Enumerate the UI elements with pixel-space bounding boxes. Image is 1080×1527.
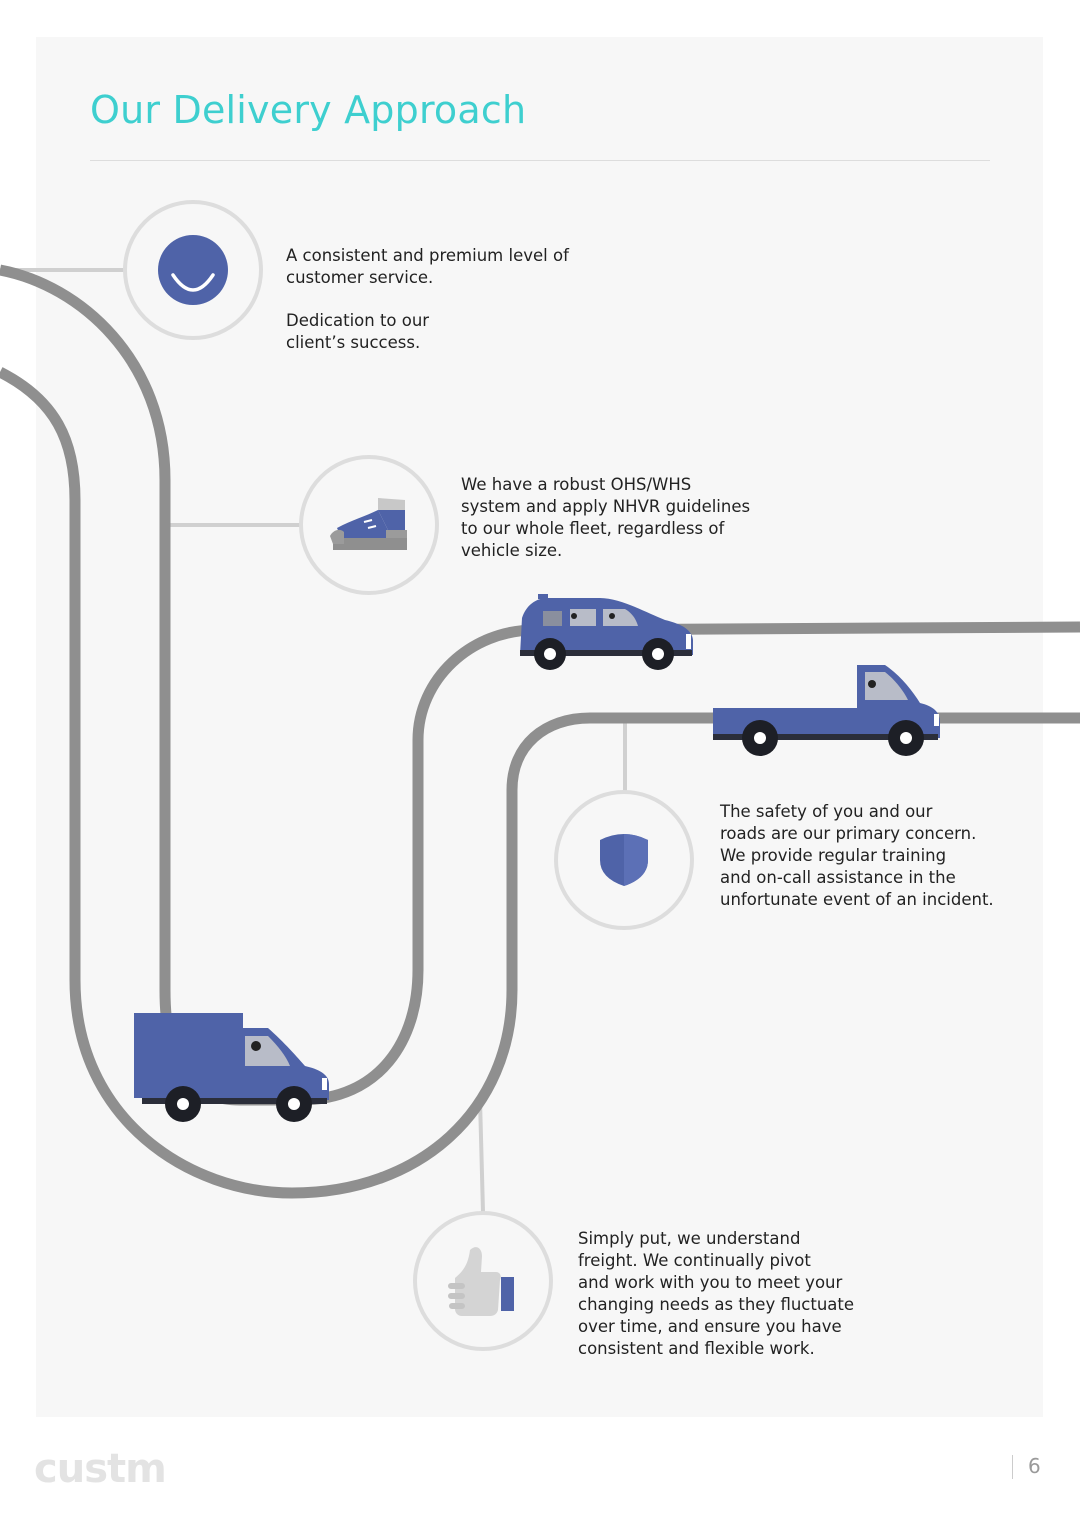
road-inner	[0, 264, 1080, 1106]
item-3-text: The safety of you and our roads are our …	[720, 801, 994, 911]
smile-icon	[158, 235, 228, 305]
item-1-icon-circle	[123, 200, 263, 340]
brand-logo: custm	[34, 1446, 167, 1492]
item-2-paragraph-1: We have a robust OHS/WHS system and appl…	[461, 475, 751, 560]
safety-boot-icon	[330, 498, 407, 550]
title-divider	[90, 160, 990, 161]
item-4-paragraph-1: Simply put, we understand freight. We co…	[578, 1229, 855, 1358]
item-2-icon-circle	[299, 455, 439, 595]
item-3-paragraph-1: The safety of you and our roads are our …	[720, 802, 994, 909]
item-3-icon-circle	[554, 790, 694, 930]
ute-icon	[713, 665, 940, 756]
page-title: Our Delivery Approach	[90, 88, 527, 132]
item-1-paragraph-2: Dedication to our client’s success.	[286, 311, 430, 352]
page-number-divider	[1012, 1455, 1013, 1479]
item-1-text: A consistent and premium level of custom…	[286, 245, 569, 354]
road-outer	[0, 367, 1080, 1199]
box-truck-icon	[134, 1013, 329, 1122]
item-1-paragraph-1: A consistent and premium level of custom…	[286, 246, 569, 287]
shield-icon	[600, 834, 648, 886]
item-2-text: We have a robust OHS/WHS system and appl…	[461, 474, 750, 562]
thumbs-up-icon	[448, 1247, 514, 1316]
van-icon	[520, 594, 693, 670]
item-4-icon-circle	[413, 1211, 553, 1351]
page-number: 6	[1028, 1454, 1041, 1478]
connector-line-4	[478, 1099, 485, 1213]
item-4-text: Simply put, we understand freight. We co…	[578, 1228, 854, 1360]
